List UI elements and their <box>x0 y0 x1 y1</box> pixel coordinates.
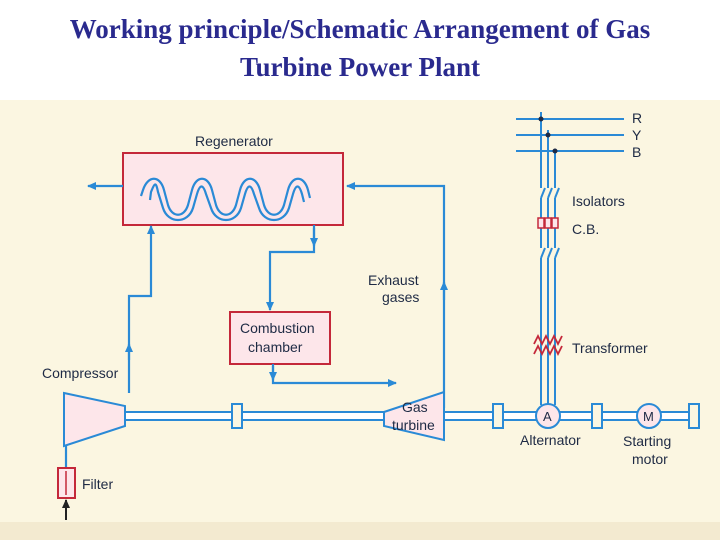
filter-label: Filter <box>82 476 113 492</box>
starting-motor-label-2: motor <box>632 451 668 467</box>
starting-motor-label-1: Starting <box>623 433 671 449</box>
circuit-breaker-label: C.B. <box>572 221 599 237</box>
gas-turbine-body <box>383 390 445 442</box>
phase-label-y: Y <box>632 127 642 143</box>
isolator-blades-lower <box>540 247 560 259</box>
alternator-symbol: A <box>543 409 552 424</box>
page-title: Working principle/Schematic Arrangement … <box>0 10 720 86</box>
diagram-background <box>0 100 720 540</box>
isolators-label: Isolators <box>572 193 625 209</box>
exhaust-gas-line <box>346 182 446 408</box>
regenerator-box <box>122 152 344 226</box>
phase-label-b: B <box>632 144 641 160</box>
combustion-label-2: chamber <box>248 339 303 355</box>
transformer-label: Transformer <box>572 340 648 356</box>
exhaust-label-2: gases <box>382 289 419 305</box>
coupling-1 <box>231 403 243 429</box>
compressor-body <box>63 391 126 448</box>
regenerator-label: Regenerator <box>195 133 273 149</box>
isolator-blades <box>540 187 560 199</box>
bus-dot-r <box>538 116 544 122</box>
circuit-breaker <box>537 217 559 229</box>
compressor-label: Compressor <box>42 365 119 381</box>
title-line-1: Working principle/Schematic Arrangement … <box>69 14 651 44</box>
exhaust-label-1: Exhaust <box>368 272 419 288</box>
regenerator-coil-inner <box>148 183 306 222</box>
combustion-chamber-box <box>229 311 331 365</box>
alternator-label: Alternator <box>520 432 581 448</box>
transformer-coil-primary <box>533 333 563 347</box>
regenerator-coil <box>139 177 312 216</box>
bus-dot-y <box>545 132 551 138</box>
phase-label-r: R <box>632 110 642 126</box>
bottom-band <box>0 522 720 540</box>
gas-turbine-schematic: Regenerator Exhaust gases Combustion cha… <box>0 100 720 540</box>
gas-turbine-label-1: Gas <box>402 399 428 415</box>
starting-motor-circle <box>636 403 662 429</box>
gas-turbine-label-2: turbine <box>392 417 435 433</box>
bus-dot-b <box>552 148 558 154</box>
coupling-4 <box>688 403 700 429</box>
title-line-2: Turbine Power Plant <box>239 52 481 82</box>
coupling-2 <box>492 403 504 429</box>
transformer-coil-secondary <box>533 343 563 357</box>
combustion-label-1: Combustion <box>240 320 315 336</box>
motor-symbol: M <box>643 409 654 424</box>
coupling-3 <box>591 403 603 429</box>
